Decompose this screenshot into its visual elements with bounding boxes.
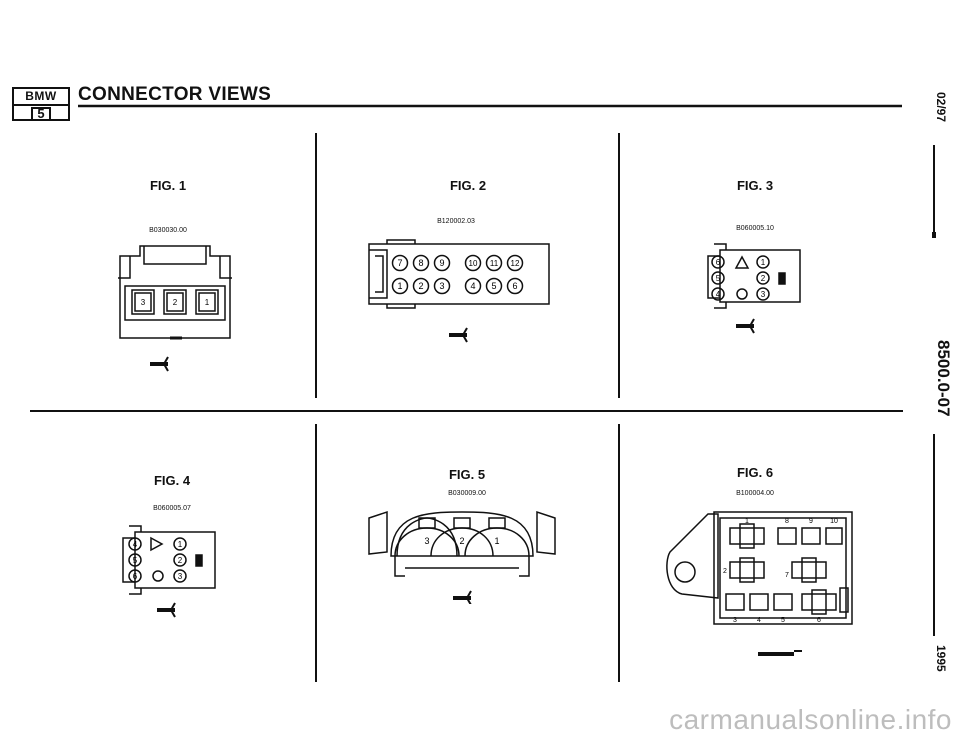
page-title: CONNECTOR VIEWS xyxy=(78,84,272,105)
fig-6-pin: 9 xyxy=(809,518,813,525)
fig-4-pin: 3 xyxy=(178,572,183,581)
fig-6-pin: 4 xyxy=(757,617,761,624)
fig-5-pin: 2 xyxy=(459,536,464,546)
fig-4-code: B060005.07 xyxy=(153,505,191,512)
watermark: carmanualsonline.info xyxy=(669,704,952,735)
fig-3-connector: 6 1 5 2 4 3 xyxy=(707,243,801,334)
fig-2-pin: 4 xyxy=(470,281,475,291)
fig-4-pin: 5 xyxy=(133,556,138,565)
fig-1-pin: 2 xyxy=(173,298,178,307)
fig-5-connector: 3 2 1 xyxy=(368,510,556,604)
margin-year: 1995 xyxy=(934,645,948,672)
fig-3-pin: 6 xyxy=(716,258,721,267)
fig-6-pin: 3 xyxy=(733,617,737,624)
margin-doc-number: 8500.0-07 xyxy=(934,340,953,417)
fig-4-orientation-arrow xyxy=(157,602,176,618)
margin-date: 02/97 xyxy=(934,92,948,123)
fig-3-pin: 3 xyxy=(761,290,766,299)
fig-6-connector: 1 8 9 10 2 7 3 4 5 6 xyxy=(666,511,853,656)
fig-2-pin: 10 xyxy=(469,259,478,268)
fig-1-code: B030030.00 xyxy=(149,227,187,234)
logo-brand: BMW xyxy=(14,89,68,106)
fig-1-label: FIG. 1 xyxy=(149,178,187,193)
fig-2-pin: 5 xyxy=(491,281,496,291)
fig-6-pin: 8 xyxy=(785,518,789,525)
fig-1-pin: 3 xyxy=(141,298,146,307)
fig-6-pin: 10 xyxy=(830,518,838,525)
fig-1-pin: 1 xyxy=(205,298,210,307)
fig-3-orientation-arrow xyxy=(736,318,755,334)
fig-6-pin: 5 xyxy=(781,617,785,624)
fig-6-orientation-arrow xyxy=(758,650,802,656)
fig-5-label: FIG. 5 xyxy=(448,467,486,482)
fig-3-label: FIG. 3 xyxy=(736,178,774,193)
fig-3-pin: 1 xyxy=(761,258,766,267)
fig-2-pin: 9 xyxy=(439,258,444,268)
fig-4-pin: 4 xyxy=(133,540,138,549)
fig-4-label: FIG. 4 xyxy=(153,473,191,488)
fig-6-pin: 6 xyxy=(817,617,821,624)
fig-3-code: B060005.10 xyxy=(736,225,774,232)
fig-6-label: FIG. 6 xyxy=(736,465,774,480)
fig-2-pin: 3 xyxy=(439,281,444,291)
fig-2-pin: 8 xyxy=(418,258,423,268)
fig-2-orientation-arrow xyxy=(449,327,468,343)
fig-4-connector: 4 1 5 2 6 3 xyxy=(122,525,216,618)
fig-6-pin: 7 xyxy=(785,572,789,579)
fig-4-pin: 2 xyxy=(178,556,183,565)
fig-4-pin: 6 xyxy=(133,572,138,581)
fig-4-pin: 1 xyxy=(178,540,183,549)
fig-3-pin: 4 xyxy=(716,290,721,299)
fig-2-label: FIG. 2 xyxy=(449,178,487,193)
fig-5-code: B030009.00 xyxy=(448,490,486,497)
fig-1-connector: 3 2 1 xyxy=(118,245,232,372)
fig-2-connector: 7 8 9 10 11 12 1 2 3 4 5 6 xyxy=(368,239,550,343)
fig-1-orientation-arrow xyxy=(150,356,169,372)
fig-5-pin: 1 xyxy=(494,536,499,546)
fig-2-pin: 7 xyxy=(397,258,402,268)
fig-3-pin: 2 xyxy=(761,274,766,283)
fig-2-pin: 6 xyxy=(512,281,517,291)
fig-2-pin: 12 xyxy=(511,259,520,268)
fig-6-pin: 1 xyxy=(745,518,749,525)
fig-2-pin: 1 xyxy=(397,281,402,291)
fig-2-pin: 2 xyxy=(418,281,423,291)
fig-6-code: B100004.00 xyxy=(736,490,774,497)
logo-series: 5 xyxy=(31,106,51,121)
fig-2-pin: 11 xyxy=(490,259,499,268)
fig-5-pin: 3 xyxy=(424,536,429,546)
fig-3-pin: 5 xyxy=(716,274,721,283)
fig-5-orientation-arrow xyxy=(453,590,472,604)
fig-6-pin: 2 xyxy=(723,568,727,575)
fig-2-code: B120002.03 xyxy=(437,218,475,225)
bmw-5-series-logo: BMW 5 xyxy=(12,87,70,121)
